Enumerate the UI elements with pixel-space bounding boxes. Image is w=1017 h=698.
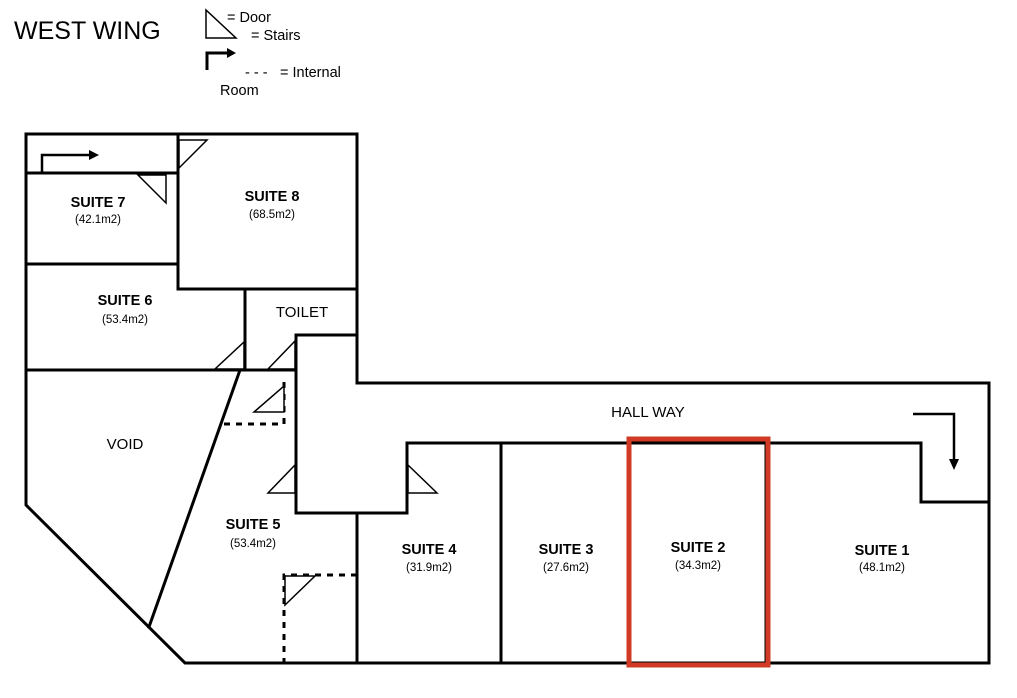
legend-room: Room: [220, 83, 259, 99]
stairs-icon: [205, 48, 236, 70]
door-icon: [284, 575, 317, 607]
hallway-label: HALL WAY: [611, 404, 685, 421]
door-icon: [266, 463, 296, 494]
legend-internal: = Internal: [280, 65, 341, 81]
suite-5-area: (53.4m2): [230, 538, 276, 550]
toilet-label: TOILET: [276, 304, 328, 321]
suite-7-name: SUITE 7: [71, 195, 126, 211]
suite-3-name: SUITE 3: [539, 542, 594, 558]
suite-5-name: SUITE 5: [226, 517, 281, 533]
suite-1-name: SUITE 1: [855, 543, 910, 559]
suite-8-name: SUITE 8: [245, 189, 300, 205]
stairs-icon: [40, 150, 99, 172]
legend: = Door = Stairs - - - = Internal Room: [205, 8, 341, 99]
walls: [24, 132, 991, 665]
door-icon: [266, 339, 296, 370]
door-icon: [251, 384, 285, 413]
suite-6-area: (53.4m2): [102, 314, 148, 326]
stairs-icon: [913, 412, 959, 470]
doors: [136, 139, 439, 607]
void-label: VOID: [107, 436, 144, 453]
door-icon: [178, 139, 209, 170]
door-icon: [407, 463, 439, 494]
suite-2-area: (34.3m2): [675, 560, 721, 572]
suite-6-name: SUITE 6: [98, 293, 153, 309]
legend-internal-dash: - - -: [245, 65, 268, 81]
door-icon: [205, 8, 238, 39]
page-title: WEST WING: [14, 17, 161, 45]
door-icon: [213, 340, 245, 370]
suite-4-name: SUITE 4: [402, 542, 457, 558]
door-icon: [136, 174, 167, 205]
suite-8-area: (68.5m2): [249, 209, 295, 221]
suite-4-area: (31.9m2): [406, 562, 452, 574]
legend-stairs: = Stairs: [251, 28, 301, 44]
suite-2-name: SUITE 2: [671, 540, 726, 556]
legend-door: = Door: [227, 10, 271, 26]
suite-7-area: (42.1m2): [75, 214, 121, 226]
suite-2-highlight[interactable]: [626, 436, 771, 668]
suite-3-area: (27.6m2): [543, 562, 589, 574]
suite-1-area: (48.1m2): [859, 562, 905, 574]
